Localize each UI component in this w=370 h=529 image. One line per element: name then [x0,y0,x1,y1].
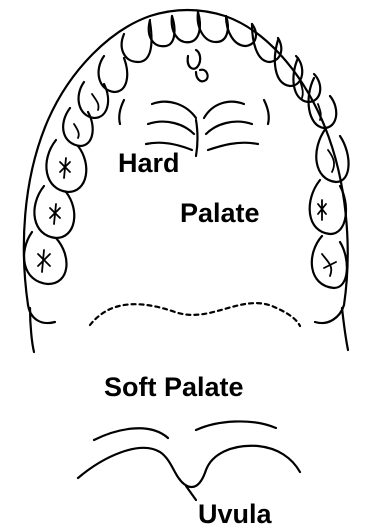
arch-left-lower-edge [28,305,55,323]
midline-mark-right [264,100,269,124]
tooth-molar-right-2 [310,180,346,234]
label-hard-palate-line1: Hard [118,148,180,178]
midline-mark-left [119,100,124,124]
palatal-rugae [119,50,269,156]
uvula-outline [78,421,300,500]
incisive-papilla [188,50,208,81]
label-uvula: Uvula [198,499,273,529]
hard-soft-palate-boundary [90,303,300,326]
arch-outer-outline [24,10,348,323]
tooth-molar-right-1 [316,128,348,182]
label-hard-palate-line2: Palate [180,198,260,228]
tooth-premolar-left-2 [63,108,93,146]
tooth-incisor-2 [172,12,200,42]
dental-arch [24,10,349,323]
tooth-premolar-right-1 [293,58,320,102]
tooth-canine-left [99,56,128,92]
label-soft-palate: Soft Palate [104,372,244,402]
